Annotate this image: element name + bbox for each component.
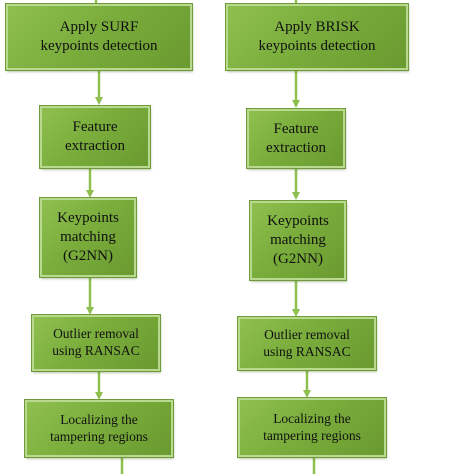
right-brisk-detection-label: Apply BRISK keypoints detection xyxy=(258,19,376,54)
left-surf-detection-box: Apply SURF keypoints detection xyxy=(6,4,192,70)
right-feature-extraction-box: Feature extraction xyxy=(247,109,345,168)
left-localizing-box: Localizing the tampering regions xyxy=(25,400,173,457)
right-brisk-detection-box: Apply BRISK keypoints detection xyxy=(226,4,408,70)
left-keypoints-matching-label: Keypoints matching (G2NN) xyxy=(57,210,119,264)
right-localizing-box: Localizing the tampering regions xyxy=(238,398,386,457)
left-localizing-label: Localizing the tampering regions xyxy=(50,411,148,444)
right-keypoints-matching-label: Keypoints matching (G2NN) xyxy=(267,213,329,267)
left-surf-detection-label: Apply SURF keypoints detection xyxy=(40,19,158,54)
left-keypoints-matching-box: Keypoints matching (G2NN) xyxy=(40,198,136,277)
right-outlier-removal-label: Outlier removal using RANSAC xyxy=(263,326,351,359)
right-feature-extraction-label: Feature extraction xyxy=(266,120,326,156)
right-localizing-label: Localizing the tampering regions xyxy=(263,410,361,443)
left-outlier-removal-box: Outlier removal using RANSAC xyxy=(32,315,160,371)
left-feature-extraction-box: Feature extraction xyxy=(40,106,150,168)
right-keypoints-matching-box: Keypoints matching (G2NN) xyxy=(250,201,346,280)
right-outlier-removal-box: Outlier removal using RANSAC xyxy=(238,317,376,370)
left-outlier-removal-label: Outlier removal using RANSAC xyxy=(52,326,140,358)
left-feature-extraction-label: Feature extraction xyxy=(65,119,125,154)
